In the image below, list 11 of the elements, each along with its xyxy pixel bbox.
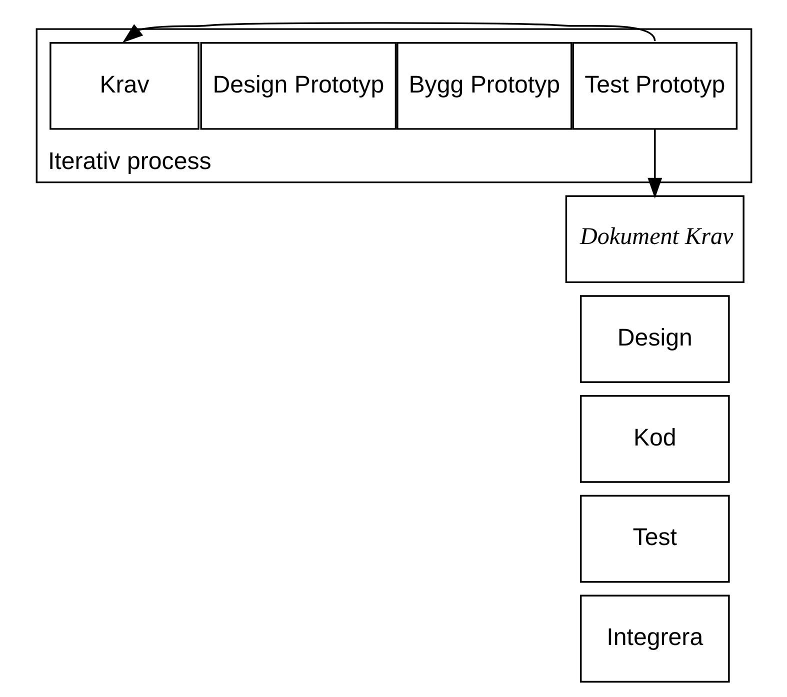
node-box: Krav [49,42,199,130]
node-box: Integrera [579,594,730,683]
node-box: Kod [579,395,730,483]
node-box: Dokument Krav [564,195,744,284]
node-box: Bygg Prototyp [396,42,572,130]
node-box: Test Prototyp [572,42,738,130]
node-box: Design [579,295,730,383]
arrow [647,129,662,199]
arrow [122,22,656,43]
node-box: Test [579,494,730,583]
node-box: Design Prototyp [200,42,396,130]
